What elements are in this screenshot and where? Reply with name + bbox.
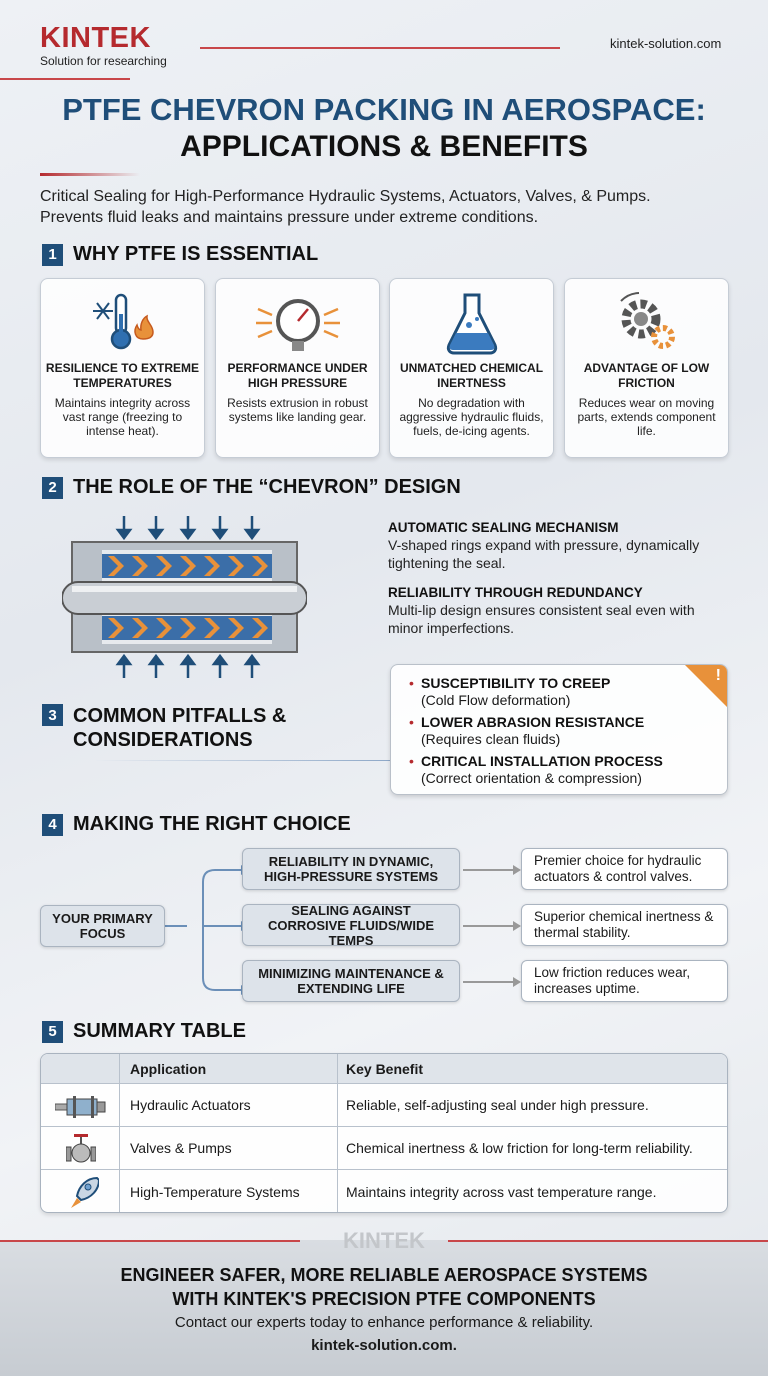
section-title: WHY PTFE IS ESSENTIAL [73,243,319,265]
benefit-cell: Reliable, self-adjusting seal under high… [346,1097,649,1113]
column-header: Application [130,1060,207,1077]
pitfall-item: LOWER ABRASION RESISTANCE(Requires clean… [409,714,645,748]
footer-divider [0,1240,300,1242]
choice-result: Low friction reduces wear, increases upt… [521,960,728,1002]
section-title: MAKING THE RIGHT CHOICE [73,813,351,835]
website-link[interactable]: kintek-solution.com [610,36,722,51]
card-description: Reduces wear on moving parts, extends co… [577,396,716,438]
application-cell: Valves & Pumps [130,1140,232,1156]
table-row: High-Temperature Systems Maintains integr… [41,1170,727,1212]
column-divider [119,1054,120,1212]
pitfall-desc: (Requires clean fluids) [421,731,561,747]
benefit-cell: Chemical inertness & low friction for lo… [346,1140,693,1156]
pitfall-desc: (Correct orientation & compression) [421,770,642,786]
focus-option: RELIABILITY IN DYNAMIC, HIGH-PRESSURE SY… [242,848,460,890]
pitfall-desc: (Cold Flow deformation) [421,692,571,708]
chevron-packing-diagram [62,516,307,678]
section-title: SUMMARY TABLE [73,1020,246,1042]
benefit-cell: Maintains integrity across vast temperat… [346,1184,657,1200]
section-number: 1 [42,243,63,266]
contact-text: Contact our experts today to enhance per… [174,1314,594,1331]
logo-tagline: Solution for researching [40,54,167,68]
pitfall-item: CRITICAL INSTALLATION PROCESS(Correct or… [409,753,663,787]
footer-divider [448,1240,768,1242]
application-cell: Hydraulic Actuators [130,1097,251,1113]
pitfall-title: LOWER ABRASION RESISTANCE [421,714,645,730]
point-title: RELIABILITY THROUGH REDUNDANCY [388,585,643,600]
summary-table: Application Key Benefit Hydraulic Actuato… [40,1053,728,1213]
card-description: Resists extrusion in robust systems like… [227,396,368,424]
footer-heading-line2: WITH KINTEK'S PRECISION PTFE COMPONENTS [172,1289,596,1309]
section-number: 3 [42,704,63,726]
subtitle-line: Prevents fluid leaks and maintains press… [40,209,539,226]
focus-option: MINIMIZING MAINTENANCE & EXTENDING LIFE [242,960,460,1002]
card-description: Maintains integrity across vast range (f… [54,396,191,438]
section-heading: 1 WHY PTFE IS ESSENTIAL [42,243,318,266]
footer-website-link[interactable]: kintek-solution.com. [311,1337,457,1354]
hydraulic-actuator-icon [55,1096,106,1118]
pitfall-item: SUSCEPTIBILITY TO CREEP(Cold Flow deform… [409,675,611,709]
gears-icon [619,292,675,349]
pitfall-title: SUSCEPTIBILITY TO CREEP [421,675,611,691]
chevron-point: AUTOMATIC SEALING MECHANISM V-shaped ring… [388,519,728,572]
title-underline [40,173,140,176]
page-title-line2: APPLICATIONS & BENEFITS [180,130,588,163]
flask-icon [446,293,497,355]
kintek-logo: KINTEK [40,22,151,54]
chevron-points: AUTOMATIC SEALING MECHANISM V-shaped ring… [388,519,728,637]
point-description: V-shaped rings expand with pressure, dyn… [388,537,700,571]
header-divider [0,78,130,80]
column-header: Key Benefit [346,1060,424,1077]
rocket-icon [71,1176,99,1208]
header-divider [200,47,560,49]
section-title: COMMON PITFALLS & CONSIDERATIONS [73,705,287,751]
pitfalls-box: ! SUSCEPTIBILITY TO CREEP(Cold Flow defo… [390,664,728,795]
subtitle-line: Critical Sealing for High-Performance Hy… [40,188,651,205]
table-row: Hydraulic Actuators Reliable, self-adjust… [41,1084,727,1127]
choice-result: Premier choice for hydraulic actuators &… [521,848,728,890]
footer-heading: ENGINEER SAFER, MORE RELIABLE AEROSPACE … [120,1265,648,1285]
valve-icon [66,1134,96,1163]
card-temperature: RESILIENCE TO EXTREME TEMPERATURES Maint… [40,278,205,458]
card-pressure: PERFORMANCE UNDER HIGH PRESSURE Resists … [215,278,380,458]
pitfall-title: CRITICAL INSTALLATION PROCESS [421,753,663,769]
card-title: PERFORMANCE UNDER HIGH PRESSURE [227,361,368,390]
section-title: THE ROLE OF THE “CHEVRON” DESIGN [73,476,461,498]
warning-icon: ! [715,667,721,684]
page-title: PTFE CHEVRON PACKING IN AEROSPACE: [62,92,706,127]
column-divider [337,1054,338,1212]
section-number: 5 [42,1020,63,1043]
point-description: Multi-lip design ensures consistent seal… [388,602,695,636]
card-title: RESILIENCE TO EXTREME TEMPERATURES [45,361,200,390]
focus-option: SEALING AGAINST CORROSIVE FLUIDS/WIDE TE… [242,903,460,948]
footer [0,1240,768,1376]
section-heading: 5 SUMMARY TABLE [42,1020,246,1043]
connector-line [95,760,390,761]
primary-focus-box: YOUR PRIMARY FOCUS [40,905,165,947]
section-number: 4 [42,813,63,836]
subtitle: Critical Sealing for High-Performance Hy… [40,186,765,228]
warning-badge [684,665,727,708]
thermometer-snowflake-flame-icon [92,293,154,350]
card-chemical: UNMATCHED CHEMICAL INERTNESS No degradat… [389,278,554,458]
choice-result: Superior chemical inertness & thermal st… [521,904,728,946]
card-friction: ADVANTAGE OF LOW FRICTION Reduces wear o… [564,278,729,458]
pressure-gauge-icon [255,299,340,351]
card-title: ADVANTAGE OF LOW FRICTION [583,361,710,390]
card-description: No degradation with aggressive hydraulic… [399,396,544,438]
application-cell: High-Temperature Systems [130,1184,300,1200]
section-heading: 4 MAKING THE RIGHT CHOICE [42,813,351,836]
kintek-watermark: KINTEK [343,1228,425,1253]
section-heading: 2 THE ROLE OF THE “CHEVRON” DESIGN [42,476,461,499]
section-heading: 3 COMMON PITFALLS & CONSIDERATIONS [42,704,303,752]
point-title: AUTOMATIC SEALING MECHANISM [388,520,619,535]
card-title: UNMATCHED CHEMICAL INERTNESS [399,361,544,390]
table-row: Valves & Pumps Chemical inertness & low f… [41,1127,727,1170]
section-number: 2 [42,476,63,499]
chevron-point: RELIABILITY THROUGH REDUNDANCY Multi-lip … [388,584,728,637]
table-header-row: Application Key Benefit [41,1054,727,1084]
